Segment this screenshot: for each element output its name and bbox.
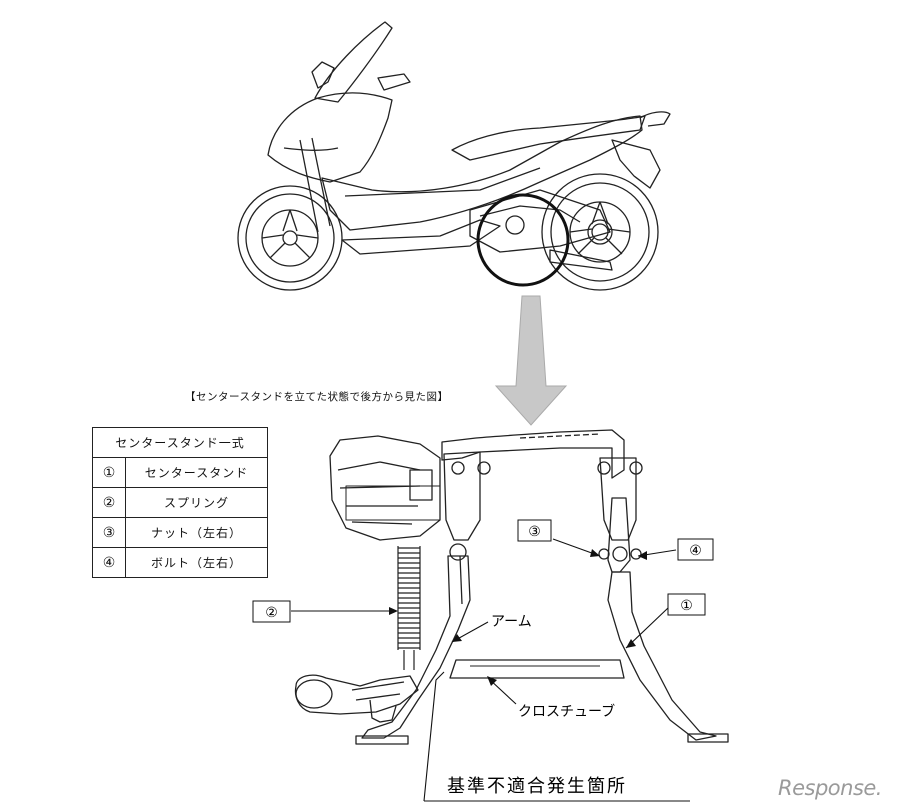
center-stand-detail [294,429,729,745]
svg-text:①: ① [680,598,693,614]
view-caption: 【センタースタンドを立てた状態で後方から見た図】 [185,391,449,403]
part-label: センタースタンド [125,457,268,488]
callout-box-2: ② [252,600,291,623]
part-number: ① [92,457,126,488]
callout-box-4: ④ [677,538,714,561]
table-row: ② スプリング [92,487,268,518]
table-row: ① センタースタンド [92,457,268,488]
callout-box-3: ③ [517,519,552,542]
rear-wheel [541,173,659,291]
arm-label: アーム [491,614,532,630]
detail-highlight-circle [476,193,570,287]
parts-table: センタースタンド一式 ① センタースタンド ② スプリング ③ ナット（左右） … [92,427,268,578]
response-watermark-logo: Response. [778,776,882,800]
svg-text:②: ② [265,605,278,621]
part-number: ② [92,487,126,518]
part-number: ③ [92,517,126,548]
cross-tube-label: クロスチューブ [518,703,615,720]
callout-leaders [291,538,690,802]
defect-location-label: 基準不適合発生箇所 [447,776,627,797]
part-label: ナット（左右） [125,517,268,548]
svg-text:③: ③ [528,524,541,540]
part-number: ④ [92,547,126,578]
part-label: スプリング [125,487,268,518]
parts-table-header: センタースタンド一式 [92,427,268,458]
motorcycle-illustration [237,21,671,291]
spring [397,546,421,670]
svg-text:④: ④ [689,543,702,559]
table-row: ③ ナット（左右） [92,517,268,548]
detail-pointer-arrow [494,295,568,426]
callout-box-1: ① [667,593,706,616]
part-label: ボルト（左右） [125,547,268,578]
table-row: ④ ボルト（左右） [92,547,268,578]
parts-table-header-row: センタースタンド一式 [92,427,268,458]
front-wheel [237,185,343,291]
